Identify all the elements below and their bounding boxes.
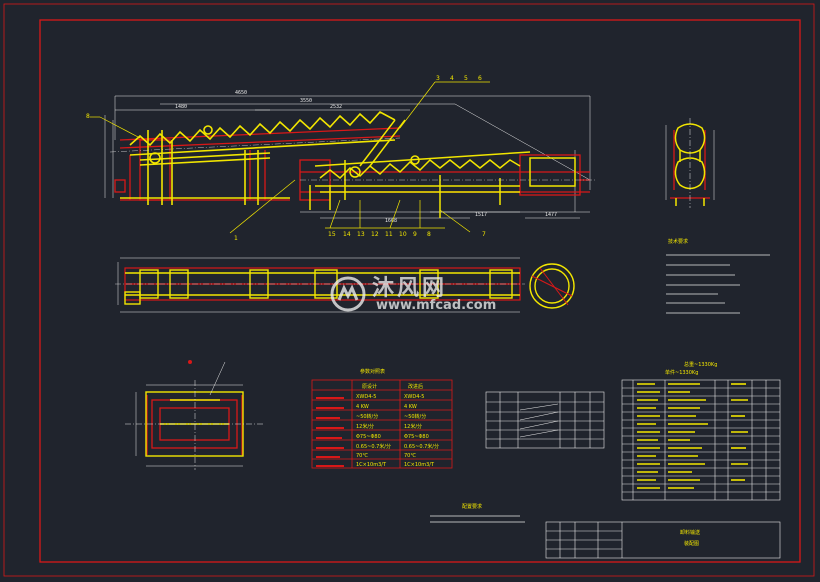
balloon: 4 — [450, 75, 454, 82]
param-cell: Φ75~Φ80 — [404, 434, 429, 440]
balloon: 8 — [427, 231, 431, 238]
dim-label: 2532 — [330, 104, 342, 110]
mf-logo-icon — [330, 276, 366, 312]
param-cell: XWD4-5 — [356, 394, 376, 400]
watermark-url: www.mfcad.com — [376, 298, 497, 313]
balloon: 13 — [357, 231, 365, 238]
balloon: 14 — [343, 231, 351, 238]
balloon: 10 — [399, 231, 407, 238]
tech-title: 技术要求 — [668, 238, 688, 245]
section-view — [125, 360, 265, 470]
balloon: 8 — [86, 113, 90, 120]
param-table: 参数对照表 原设计 改进后 XWD4-5 XWD4-5 4 KW 4 KW ~5… — [311, 368, 453, 469]
side-view — [665, 118, 715, 208]
dim-label: 1668 — [385, 218, 397, 224]
watermark-text: 沐风网 — [372, 276, 448, 301]
title-block: 卸料输送 装配图 — [545, 521, 781, 559]
balloon: 12 — [371, 231, 379, 238]
inner-frame — [39, 19, 801, 563]
dim-label: 1477 — [545, 212, 557, 218]
param-cell: 原设计 — [362, 383, 377, 390]
outer-frame — [3, 3, 815, 577]
balloon: 11 — [385, 231, 393, 238]
param-cell: 0.65~0.7米/分 — [356, 443, 391, 450]
main-assembly-view: 4650 3550 1480 2532 1668 1517 1477 — [86, 75, 595, 242]
note-title: 配置要求 — [462, 503, 482, 510]
balloon: 7 — [482, 231, 486, 238]
param-title: 参数对照表 — [360, 368, 385, 375]
param-cell: 70℃ — [404, 453, 416, 459]
param-cell: ~50转/分 — [356, 413, 378, 420]
param-cell: 改进后 — [408, 383, 423, 390]
weight-line: 总重~1330Kg — [684, 361, 717, 368]
balloon: 6 — [478, 75, 482, 82]
bottom-notes: 配置要求 — [430, 503, 525, 523]
title-name: 卸料输送 — [680, 529, 700, 536]
tech-requirements: 技术要求 — [666, 238, 770, 314]
param-cell: 1C×10m3/T — [404, 462, 435, 468]
param-cell: 1C×10m3/T — [356, 462, 387, 468]
param-cell: 4 KW — [404, 404, 417, 410]
param-cell: 12米/分 — [404, 423, 422, 430]
param-cell: 12米/分 — [356, 423, 374, 430]
dim-label: 1517 — [475, 212, 487, 218]
dim-label: 1480 — [175, 104, 187, 110]
balloon: 15 — [328, 231, 336, 238]
param-cell: Φ75~Φ80 — [356, 434, 381, 440]
dim-label: 3550 — [300, 98, 312, 104]
balloon: 3 — [436, 75, 440, 82]
bom-table: 总重~1330Kg 单件~1330Kg — [621, 361, 781, 501]
param-cell: 4 KW — [356, 404, 369, 410]
plan-view — [115, 257, 575, 313]
balloon: 1 — [234, 235, 238, 242]
balloon: 5 — [464, 75, 468, 82]
dim-label: 4650 — [235, 90, 247, 96]
param-cell: 70℃ — [356, 453, 368, 459]
watermark: 沐风网 www.mfcad.com — [330, 270, 496, 320]
param-cell: ~50转/分 — [404, 413, 426, 420]
param-cell: XWD4-5 — [404, 394, 424, 400]
title-sub: 装配图 — [684, 540, 699, 547]
weight-line: 单件~1330Kg — [665, 369, 698, 376]
param-cell: 0.65~0.7米/分 — [404, 443, 439, 450]
revision-table — [485, 391, 605, 449]
balloon: 9 — [413, 231, 417, 238]
